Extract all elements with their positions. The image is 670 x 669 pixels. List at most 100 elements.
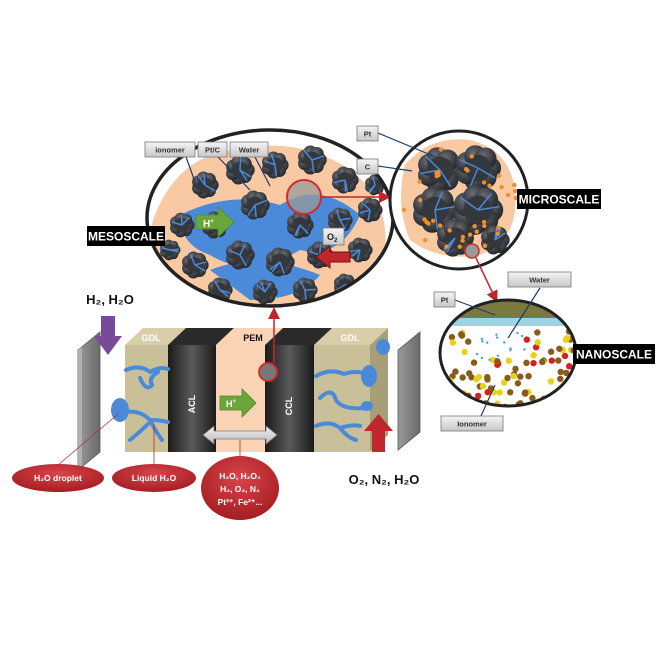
pt-nanoparticle bbox=[499, 185, 503, 189]
pt-nanoparticle bbox=[402, 208, 406, 212]
pt-nanoparticle bbox=[468, 232, 472, 236]
nano-atom bbox=[548, 378, 554, 384]
svg-text:NANOSCALE: NANOSCALE bbox=[576, 348, 652, 362]
nano-atom bbox=[475, 393, 481, 399]
nanoscale-tag: NANOSCALE bbox=[573, 344, 655, 364]
nano-atom bbox=[476, 353, 478, 355]
oxygen-label-meso: O2 bbox=[323, 228, 344, 245]
nano-atom bbox=[516, 332, 518, 334]
svg-text:Water: Water bbox=[239, 146, 260, 155]
nano-atom bbox=[464, 403, 470, 409]
nano-atom bbox=[517, 373, 523, 379]
svg-text:Liquid H₂O: Liquid H₂O bbox=[132, 473, 177, 483]
nano-atom bbox=[494, 358, 500, 364]
nano-atom bbox=[506, 358, 512, 364]
nano-atom bbox=[541, 402, 547, 408]
svg-text:Ionomer: Ionomer bbox=[457, 420, 487, 429]
svg-text:Pt/C: Pt/C bbox=[205, 146, 221, 155]
nano-atom bbox=[515, 380, 521, 386]
pt-nanoparticle bbox=[434, 171, 438, 175]
nano-atom bbox=[535, 339, 541, 345]
pt-nanoparticle bbox=[418, 198, 422, 202]
pt-nanoparticle bbox=[460, 238, 464, 242]
nano-atom bbox=[530, 360, 536, 366]
fuel-cell-stack: GDL PEM GDL ACL CCL H+ bbox=[78, 310, 420, 470]
microscale-tag: MICROSCALE bbox=[517, 189, 601, 209]
pt-nanoparticle bbox=[497, 174, 501, 178]
nano-atom bbox=[497, 355, 499, 357]
nano-atom bbox=[495, 333, 497, 335]
nano-atom bbox=[461, 349, 467, 355]
nano-atom bbox=[503, 341, 505, 343]
nano-atom bbox=[481, 340, 483, 342]
nano-atom bbox=[567, 387, 573, 393]
nano-atom bbox=[457, 395, 463, 401]
gdl-right bbox=[314, 345, 370, 452]
svg-text:C: C bbox=[365, 163, 371, 172]
svg-text:Water: Water bbox=[529, 276, 550, 285]
nano-atom bbox=[530, 352, 536, 358]
ionomer-label-box-nano: Ionomer bbox=[441, 416, 503, 431]
nano-atom bbox=[507, 389, 513, 395]
nano-atom bbox=[459, 374, 465, 380]
nano-atom bbox=[561, 401, 567, 407]
nano-atom bbox=[465, 338, 471, 344]
nano-atom bbox=[481, 338, 483, 340]
zoom-highlight-circle bbox=[287, 180, 321, 214]
nano-atom bbox=[449, 334, 455, 340]
nano-atom bbox=[571, 392, 577, 398]
water-label-box-nano: Water bbox=[508, 272, 571, 287]
ccl-zoom-circle bbox=[259, 363, 277, 381]
pt-nanoparticle bbox=[506, 193, 510, 197]
ionomer-label-box: ionomer bbox=[145, 142, 195, 157]
water-droplet-small bbox=[361, 401, 373, 411]
nano-atom bbox=[484, 389, 490, 395]
pt-nanoparticle bbox=[483, 244, 487, 248]
cathode-inlet-label: O₂, N₂, H₂O bbox=[349, 472, 420, 487]
nano-atom bbox=[562, 353, 568, 359]
c-label-box-micro: C bbox=[357, 159, 378, 174]
nano-atom bbox=[450, 339, 456, 345]
nano-atom bbox=[440, 380, 446, 386]
svg-text:Pt²⁺, Fe²⁺...: Pt²⁺, Fe²⁺... bbox=[218, 497, 263, 507]
nano-atom bbox=[504, 375, 510, 381]
zoom-highlight-circle-micro bbox=[465, 244, 479, 258]
svg-text:Pt: Pt bbox=[441, 296, 449, 305]
anode-inlet-label: H₂, H₂O bbox=[86, 292, 134, 307]
svg-text:Pt: Pt bbox=[364, 130, 372, 139]
nano-atom bbox=[557, 376, 563, 382]
nano-atom bbox=[438, 383, 444, 389]
pem-label: PEM bbox=[243, 333, 263, 343]
pt-nanoparticle bbox=[496, 232, 500, 236]
ptc-label-box: Pt/C bbox=[198, 142, 227, 157]
pt-nanoparticle bbox=[482, 224, 486, 228]
nano-atom bbox=[481, 357, 483, 359]
nano-atom bbox=[539, 359, 545, 365]
water-droplet-right bbox=[361, 365, 377, 387]
nano-atom bbox=[496, 389, 502, 395]
nano-atom bbox=[563, 337, 569, 343]
svg-text:H₂O, H₂O₂: H₂O, H₂O₂ bbox=[219, 471, 261, 481]
nano-atom bbox=[480, 383, 486, 389]
pt-label-box-micro: Pt bbox=[357, 126, 378, 141]
nano-atom bbox=[484, 376, 490, 382]
pt-nanoparticle bbox=[438, 223, 442, 227]
pt-nanoparticle bbox=[447, 228, 451, 232]
svg-text:MICROSCALE: MICROSCALE bbox=[519, 193, 600, 207]
water-label-box-meso: Water bbox=[230, 142, 268, 157]
mesoscale-tag: MESOSCALE bbox=[87, 226, 165, 246]
gdl-right-label: GDL bbox=[341, 333, 361, 343]
pt-nanoparticle bbox=[472, 224, 476, 228]
pt-label-box-nano: Pt bbox=[434, 292, 455, 307]
water-droplet-left bbox=[111, 398, 129, 422]
nano-atom bbox=[512, 366, 518, 372]
nano-atom bbox=[567, 380, 573, 386]
nano-atom bbox=[509, 349, 511, 351]
nano-atom bbox=[557, 369, 563, 375]
nano-atom bbox=[486, 341, 488, 343]
nano-atom bbox=[488, 358, 490, 360]
nano-atom bbox=[496, 336, 498, 338]
mesoscale-view: H+ O2 ionomer Pt/C Water MESOSCALE bbox=[87, 130, 393, 306]
pt-nanoparticle bbox=[424, 220, 428, 224]
